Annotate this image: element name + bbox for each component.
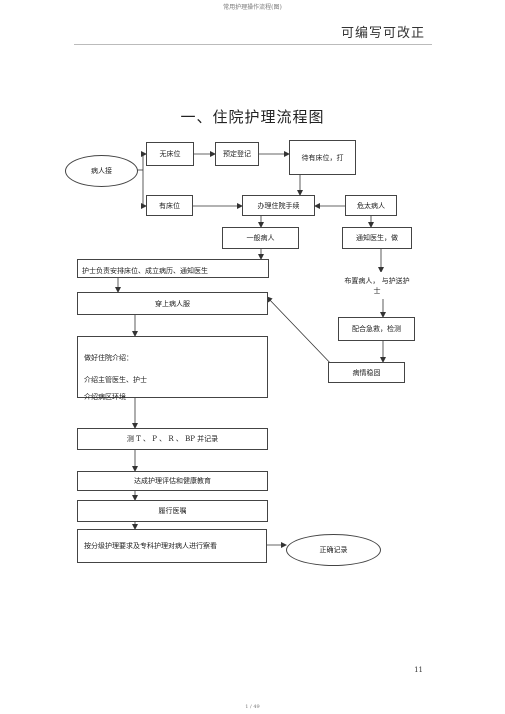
- intro-line-1: 做好住院介绍：: [84, 354, 133, 362]
- emergency-check-box: 配合急救，检测: [338, 317, 415, 341]
- admission-ellipse: 病人接: [65, 155, 138, 187]
- critical-patient-box: 危太病人: [345, 195, 397, 216]
- general-patient-box: 一般病人: [222, 227, 299, 249]
- execute-orders-box: 履行医嘱: [77, 500, 268, 522]
- intro-box: 做好住院介绍： 介绍主管医生、护士 介绍病区环境: [77, 336, 268, 401]
- correct-record-ellipse: 正确记录: [286, 534, 381, 566]
- no-bed-box: 无床位: [146, 142, 194, 166]
- intro-line-3: 介绍病区环境: [84, 393, 126, 401]
- wait-bed-box: 待有床位，打: [289, 140, 356, 175]
- intro-line-2: 介绍主管医生、护士: [84, 376, 147, 384]
- nurse-arrange-box: 护士负责安排床位、成立病历、通知医生: [77, 259, 269, 278]
- page-footer: 1 / 49: [245, 704, 260, 710]
- measure-vitals-box: 测 T 、 P 、 R 、 BP 并记录: [77, 428, 268, 450]
- place-patient-box: 布置病人， 与护送护士: [342, 272, 412, 299]
- header-rule: [74, 44, 432, 45]
- reserve-register-box: 预定登记: [215, 142, 259, 166]
- editable-note: 可编写可改正: [340, 26, 425, 41]
- admission-procedure-box: 办理住院手续: [242, 195, 315, 216]
- page-number: 11: [414, 666, 423, 674]
- condition-stable-box: 病情稳固: [328, 362, 405, 383]
- wear-gown-box: 穿上病人服: [77, 292, 268, 315]
- notify-doctor-box: 通知医生，做: [342, 227, 412, 249]
- nursing-assessment-box: 达成护理评估和健康教育: [77, 471, 268, 491]
- page-title: 一、住院护理流程图: [180, 108, 325, 126]
- graded-care-box: 按分级护理要求及专科护理对病人进行察看: [77, 529, 267, 563]
- has-bed-box: 有床位: [146, 195, 193, 216]
- running-header: 常用护理操作流程(图): [223, 4, 282, 11]
